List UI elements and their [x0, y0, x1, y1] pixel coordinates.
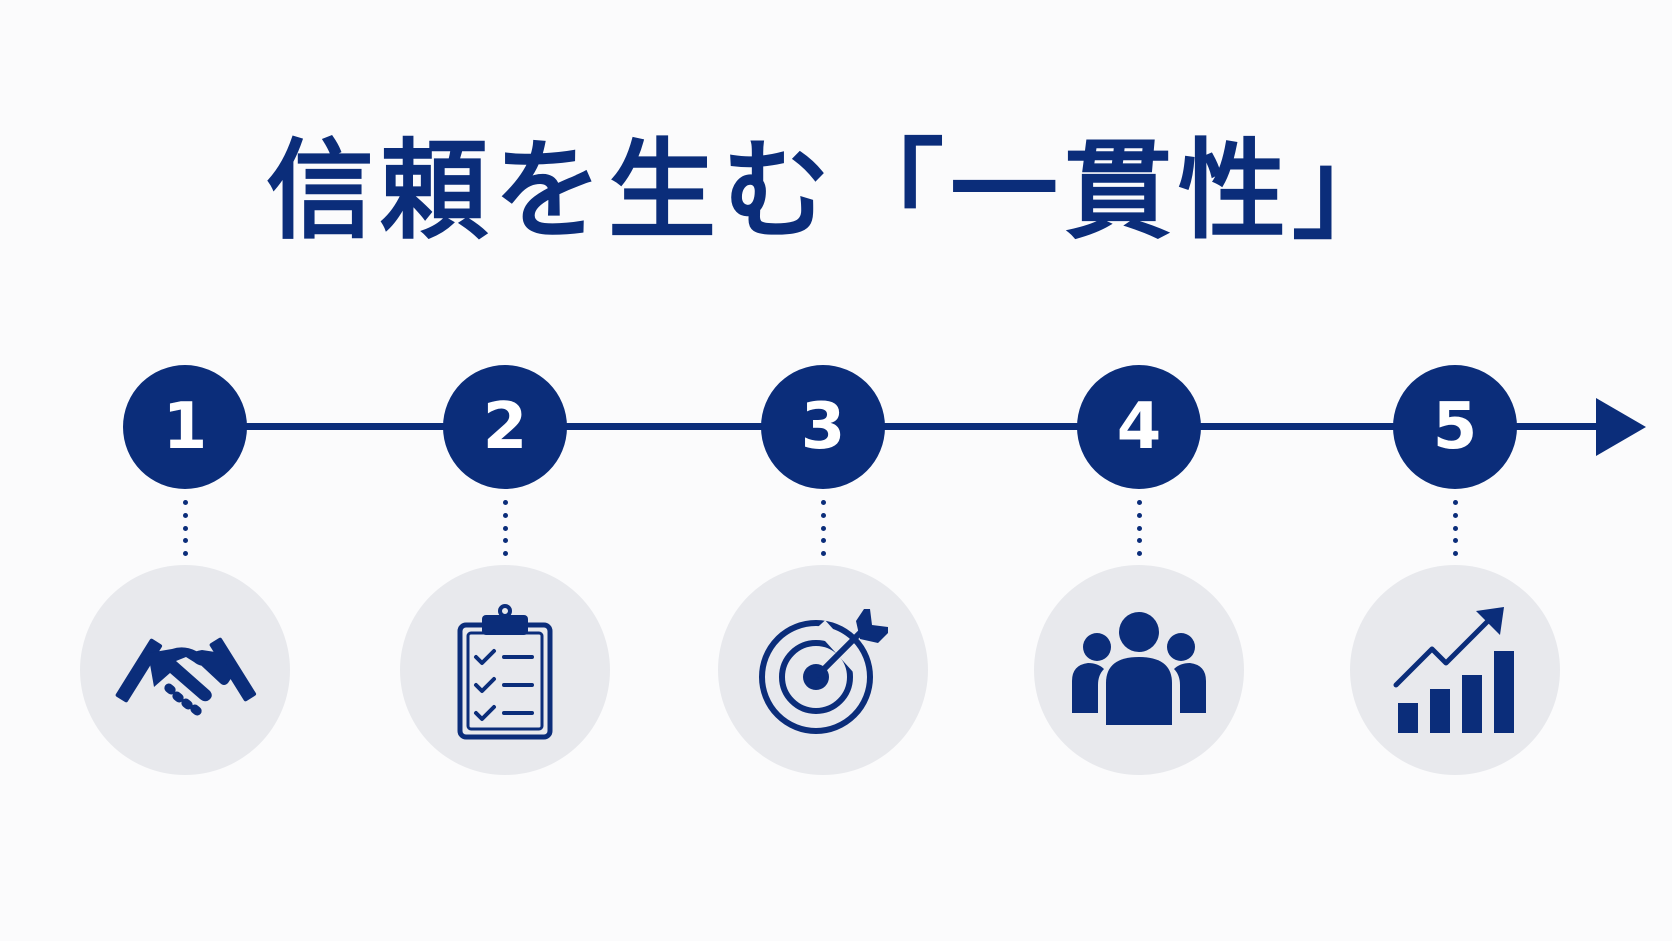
icon-circle	[400, 565, 610, 775]
step-4: 4	[1034, 0, 1244, 941]
step-5: 5	[1350, 0, 1560, 941]
step-number-badge: 4	[1077, 365, 1201, 489]
icon-circle	[1350, 565, 1560, 775]
step-1: 1	[80, 0, 290, 941]
step-number-badge: 3	[761, 365, 885, 489]
connector-dots	[181, 500, 189, 556]
icon-circle	[1034, 565, 1244, 775]
clipboard-checklist-icon	[457, 604, 553, 740]
icon-circle	[80, 565, 290, 775]
growth-chart-icon	[1393, 607, 1514, 733]
step-2: 2	[400, 0, 610, 941]
people-group-icon	[1072, 612, 1206, 725]
connector-dots	[819, 500, 827, 556]
connector-dots	[1135, 500, 1143, 556]
connector-dots	[1451, 500, 1459, 556]
step-number-badge: 5	[1393, 365, 1517, 489]
target-arrow-icon	[759, 609, 888, 734]
step-number-badge: 1	[123, 365, 247, 489]
step-number-badge: 2	[443, 365, 567, 489]
timeline-arrowhead	[1596, 398, 1646, 456]
timeline-line	[184, 423, 1604, 430]
page-title: 信頼を生む「一貫性」	[265, 129, 1406, 254]
handshake-icon	[115, 637, 257, 716]
icon-circle	[718, 565, 928, 775]
step-3: 3	[718, 0, 928, 941]
connector-dots	[501, 500, 509, 556]
